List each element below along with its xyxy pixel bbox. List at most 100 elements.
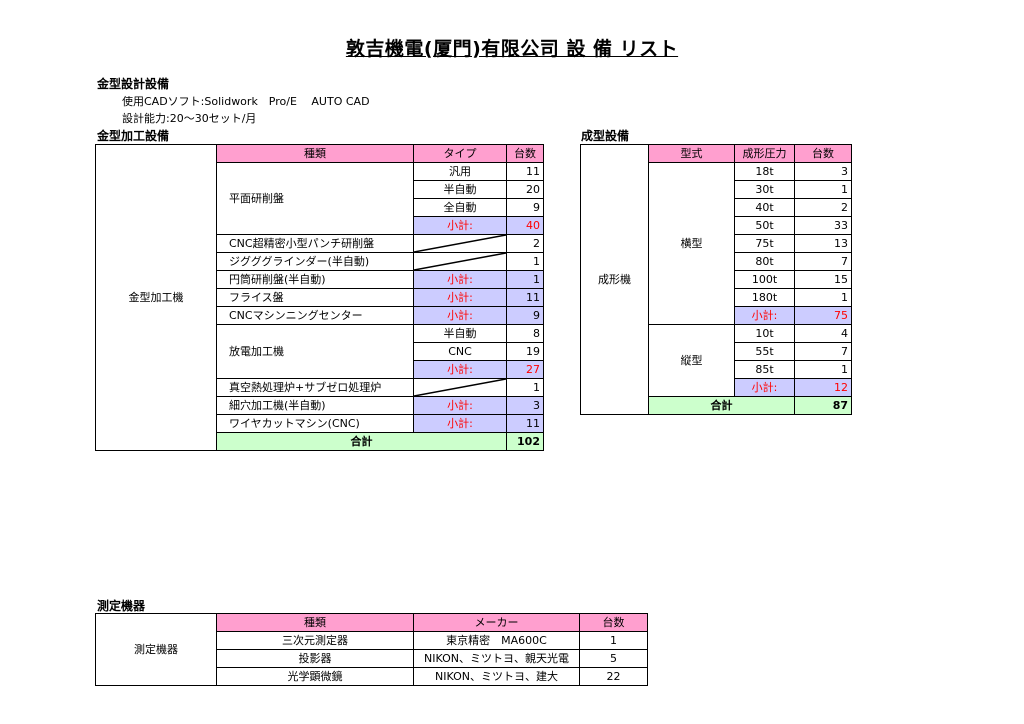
count-cell: 22 [579,667,648,686]
mold-heading: 金型加工設備 [97,129,170,143]
header-count: 台数 [506,144,544,163]
subtotal-label: 小計: [413,288,507,307]
mold-side-label: 金型加工機 [95,144,217,451]
measurement-equipment-table: 測定機器 種類 メーカー 台数 三次元測定器 東京精密 MA600C 1 投影器… [95,613,648,686]
type-cell: 半自動 [413,180,507,199]
molding-side-label: 成形機 [580,144,649,415]
subtotal-label: 小計: [413,270,507,289]
vertical-label: 縦型 [648,324,735,397]
subtotal-value: 12 [794,378,852,397]
equipment-name: 放電加工機 [216,324,414,379]
count-cell: 33 [794,216,852,235]
header-kind: 種類 [216,144,414,163]
count-cell: 3 [794,162,852,181]
maker-cell: 東京精密 MA600C [413,631,580,650]
type-cell: 全自動 [413,198,507,217]
subtotal-value: 27 [506,360,544,379]
count-cell: 3 [506,396,544,415]
diagonal-slash [413,234,507,253]
pressure-cell: 40t [734,198,795,217]
subtotal-value: 75 [794,306,852,325]
equipment-name: 平面研削盤 [216,162,414,235]
subtotal-value: 40 [506,216,544,235]
count-cell: 11 [506,162,544,181]
header-model: 型式 [648,144,735,163]
diagonal-slash [413,378,507,397]
subtotal-label: 小計: [413,414,507,433]
type-cell: CNC [413,342,507,361]
count-cell: 20 [506,180,544,199]
page-title: 敦吉機電(厦門)有限公司 設 備 リスト [345,38,679,60]
maker-cell: NIKON、ミツトヨ、親天光電 [413,649,580,668]
mold-equipment-table: 金型加工機 種類 タイプ 台数 平面研削盤 汎用 11 半自動 20 全自動 9… [95,144,544,451]
design-capacity-line: 設計能力:20～30セット/月 [122,112,257,125]
subtotal-label: 小計: [413,360,507,379]
equipment-name: 細穴加工機(半自動) [216,396,414,415]
equipment-name: 円筒研削盤(半自動) [216,270,414,289]
pressure-cell: 55t [734,342,795,361]
count-cell: 1 [794,180,852,199]
equipment-name: ワイヤカットマシン(CNC) [216,414,414,433]
kind-cell: 投影器 [216,649,414,668]
type-cell: 汎用 [413,162,507,181]
diagonal-slash [413,252,507,271]
count-cell: 2 [794,198,852,217]
subtotal-label: 小計: [734,306,795,325]
count-cell: 1 [579,631,648,650]
equipment-name: フライス盤 [216,288,414,307]
subtotal-label: 小計: [413,306,507,325]
count-cell: 1 [506,270,544,289]
kind-cell: 光学顕微鏡 [216,667,414,686]
header-count: 台数 [794,144,852,163]
count-cell: 1 [506,252,544,271]
total-label: 合計 [648,396,795,415]
subtotal-label: 小計: [734,378,795,397]
count-cell: 5 [579,649,648,668]
pressure-cell: 10t [734,324,795,343]
count-cell: 1 [794,360,852,379]
count-cell: 4 [794,324,852,343]
measure-heading: 測定機器 [97,599,146,613]
equipment-name: ジグググラインダー(半自動) [216,252,414,271]
count-cell: 9 [506,306,544,325]
maker-cell: NIKON、ミツトヨ、建大 [413,667,580,686]
molding-heading: 成型設備 [581,129,630,143]
count-cell: 11 [506,414,544,433]
count-cell: 2 [506,234,544,253]
subtotal-label: 小計: [413,396,507,415]
cad-software-line: 使用CADソフト:Solidwork Pro/E AUTO CAD [122,95,370,108]
pressure-cell: 100t [734,270,795,289]
measure-side-label: 測定機器 [95,613,217,686]
total-value: 102 [506,432,544,451]
pressure-cell: 180t [734,288,795,307]
count-cell: 15 [794,270,852,289]
header-count: 台数 [579,613,648,632]
count-cell: 7 [794,252,852,271]
count-cell: 1 [506,378,544,397]
pressure-cell: 30t [734,180,795,199]
count-cell: 19 [506,342,544,361]
header-kind: 種類 [216,613,414,632]
header-pressure: 成形圧力 [734,144,795,163]
pressure-cell: 80t [734,252,795,271]
total-value: 87 [794,396,852,415]
count-cell: 11 [506,288,544,307]
design-heading: 金型設計設備 [97,77,170,91]
horizontal-label: 横型 [648,162,735,325]
pressure-cell: 85t [734,360,795,379]
kind-cell: 三次元測定器 [216,631,414,650]
pressure-cell: 50t [734,216,795,235]
pressure-cell: 75t [734,234,795,253]
count-cell: 13 [794,234,852,253]
equipment-name: CNC超精密小型パンチ研削盤 [216,234,414,253]
count-cell: 7 [794,342,852,361]
pressure-cell: 18t [734,162,795,181]
count-cell: 8 [506,324,544,343]
equipment-name: 真空熱処理炉+サブゼロ処理炉 [216,378,414,397]
count-cell: 9 [506,198,544,217]
header-maker: メーカー [413,613,580,632]
type-cell: 半自動 [413,324,507,343]
equipment-name: CNCマシンニングセンター [216,306,414,325]
count-cell: 1 [794,288,852,307]
